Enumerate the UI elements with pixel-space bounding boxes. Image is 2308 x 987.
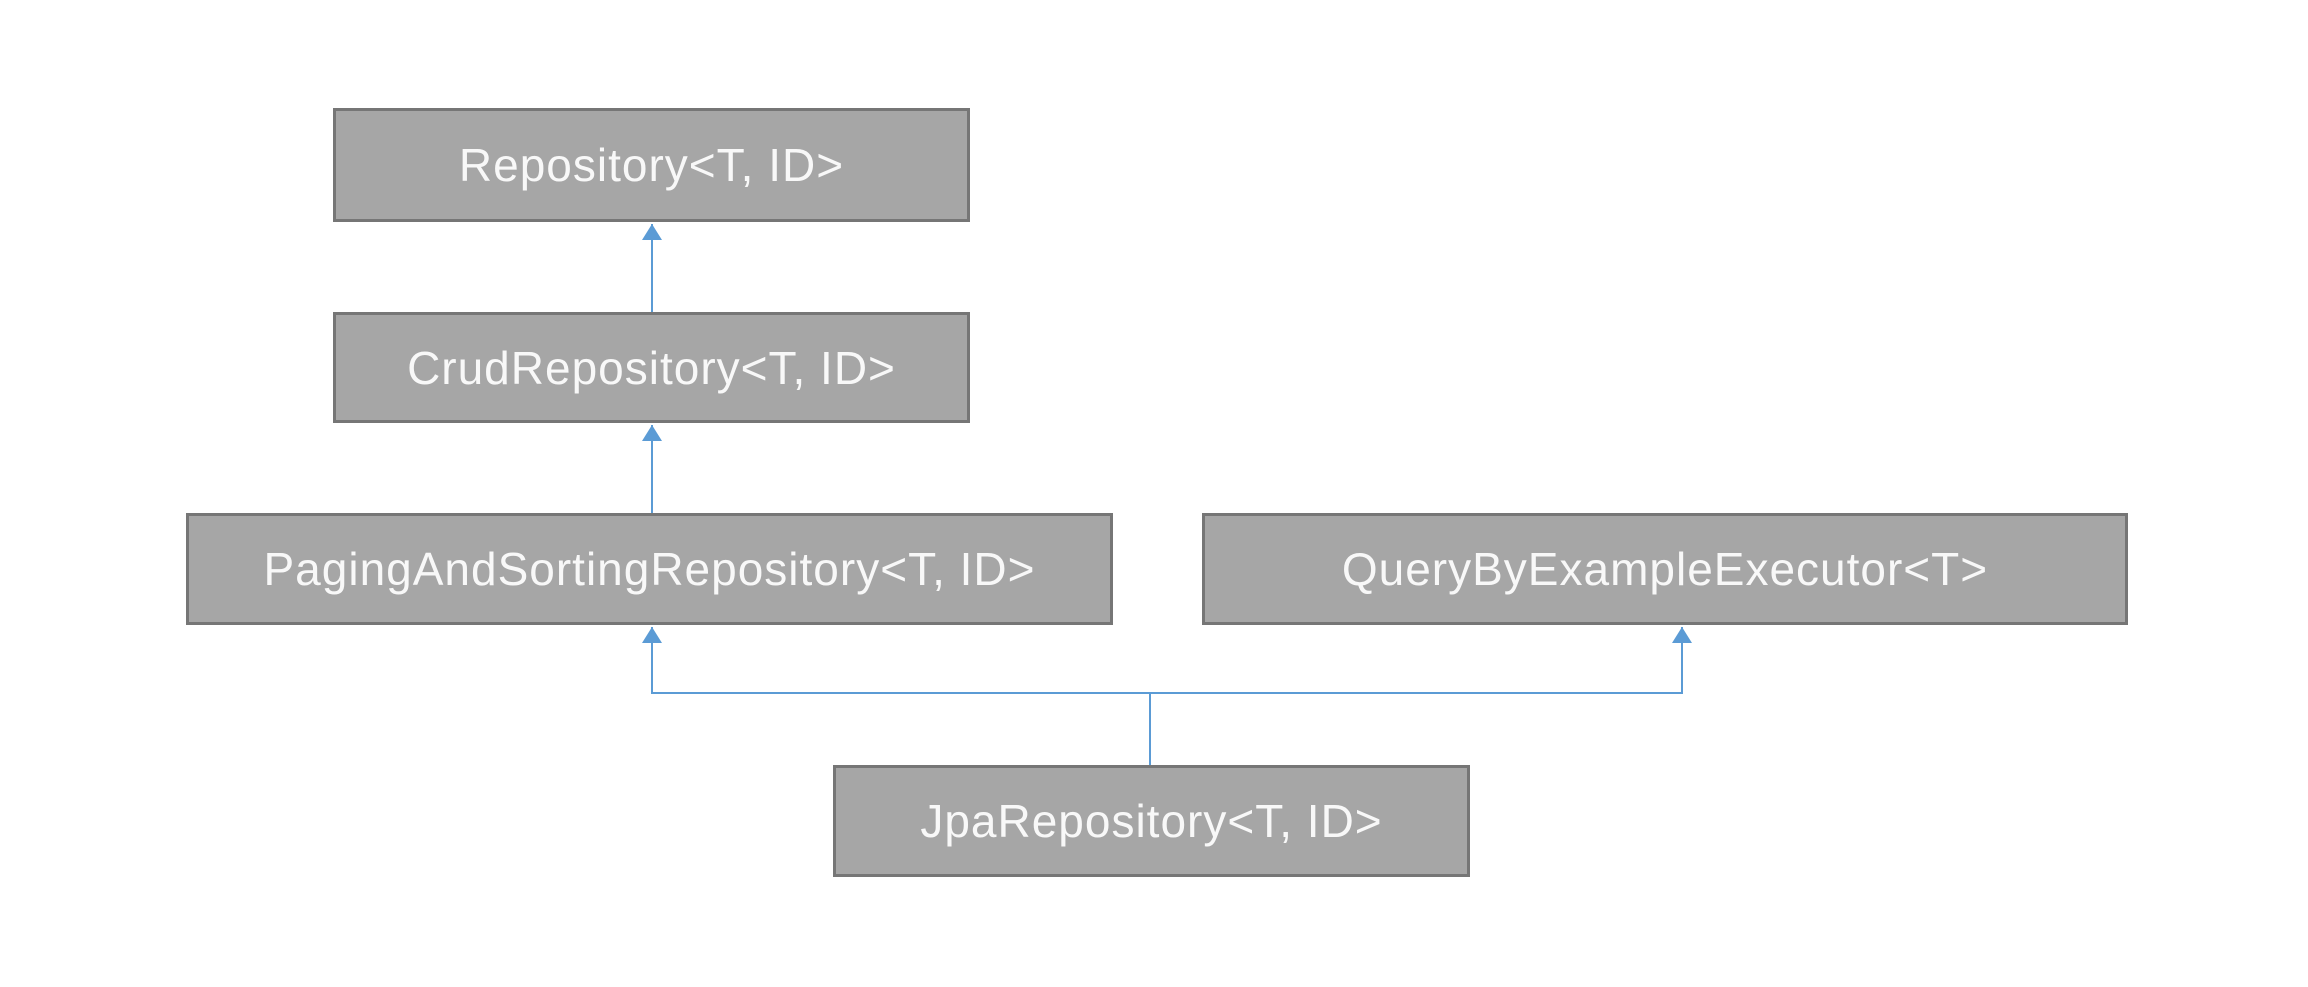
node-label-query-by-example-executor: QueryByExampleExecutor<T> [1341, 543, 1989, 595]
node-label-paging-and-sorting-repository: PagingAndSortingRepository<T, ID> [263, 543, 1036, 595]
arrowhead-jpa-extends-paging [642, 627, 662, 643]
arrowhead-paging-extends-crud [642, 425, 662, 441]
node-label-crud-repository: CrudRepository<T, ID> [407, 341, 896, 394]
node-label-jpa-repository: JpaRepository<T, ID> [920, 795, 1383, 847]
node-jpa-repository: JpaRepository<T, ID> [833, 765, 1470, 877]
node-label-repository: Repository<T, ID> [458, 139, 845, 191]
node-repository: Repository<T, ID> [333, 108, 970, 222]
arrowhead-jpa-extends-query-by-example [1672, 627, 1692, 643]
node-query-by-example-executor: QueryByExampleExecutor<T> [1202, 513, 2128, 625]
connector-jpa-extends-query-by-example [1150, 627, 1683, 694]
node-crud-repository: CrudRepository<T, ID> [333, 312, 970, 423]
connector-jpa-extends-paging [651, 627, 1150, 694]
node-paging-and-sorting-repository: PagingAndSortingRepository<T, ID> [186, 513, 1113, 625]
arrowhead-crud-extends-repository [642, 224, 662, 240]
